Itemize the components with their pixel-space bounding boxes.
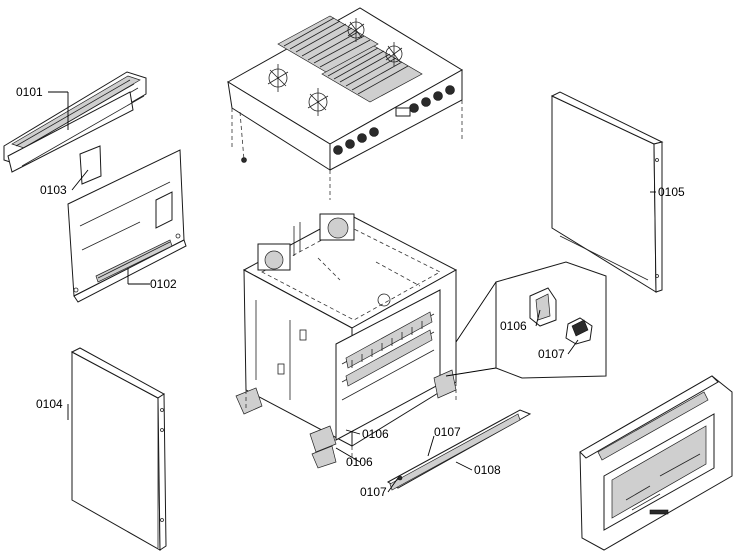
callout-0107-inset: 0107 <box>538 347 565 361</box>
part-small-plate <box>79 145 102 185</box>
part-control-trim <box>3 71 147 173</box>
callout-0103: 0103 <box>40 183 67 197</box>
callout-labels: 0101 0102 0103 0104 0105 0106 0107 0106 … <box>16 85 685 499</box>
callout-0104: 0104 <box>36 397 63 411</box>
part-side-panel-right <box>550 91 664 293</box>
part-0108-strip <box>386 409 532 491</box>
callout-0107-b: 0107 <box>360 485 387 499</box>
part-side-panel-left <box>70 347 167 551</box>
part-oven-body <box>235 213 458 469</box>
inset-detail-box <box>445 261 607 379</box>
callout-0102: 0102 <box>150 277 177 291</box>
callout-0105: 0105 <box>658 185 685 199</box>
leader-lines <box>48 91 656 493</box>
callout-0106-b: 0106 <box>346 455 373 469</box>
part-cooktop <box>227 7 463 200</box>
callout-0106-a: 0106 <box>362 427 389 441</box>
callout-0106-inset: 0106 <box>500 319 527 333</box>
callout-0107-a: 0107 <box>434 425 461 439</box>
callout-0108: 0108 <box>474 463 501 477</box>
part-oven-door <box>579 375 733 551</box>
part-back-panel <box>67 149 187 303</box>
callout-0101: 0101 <box>16 85 43 99</box>
